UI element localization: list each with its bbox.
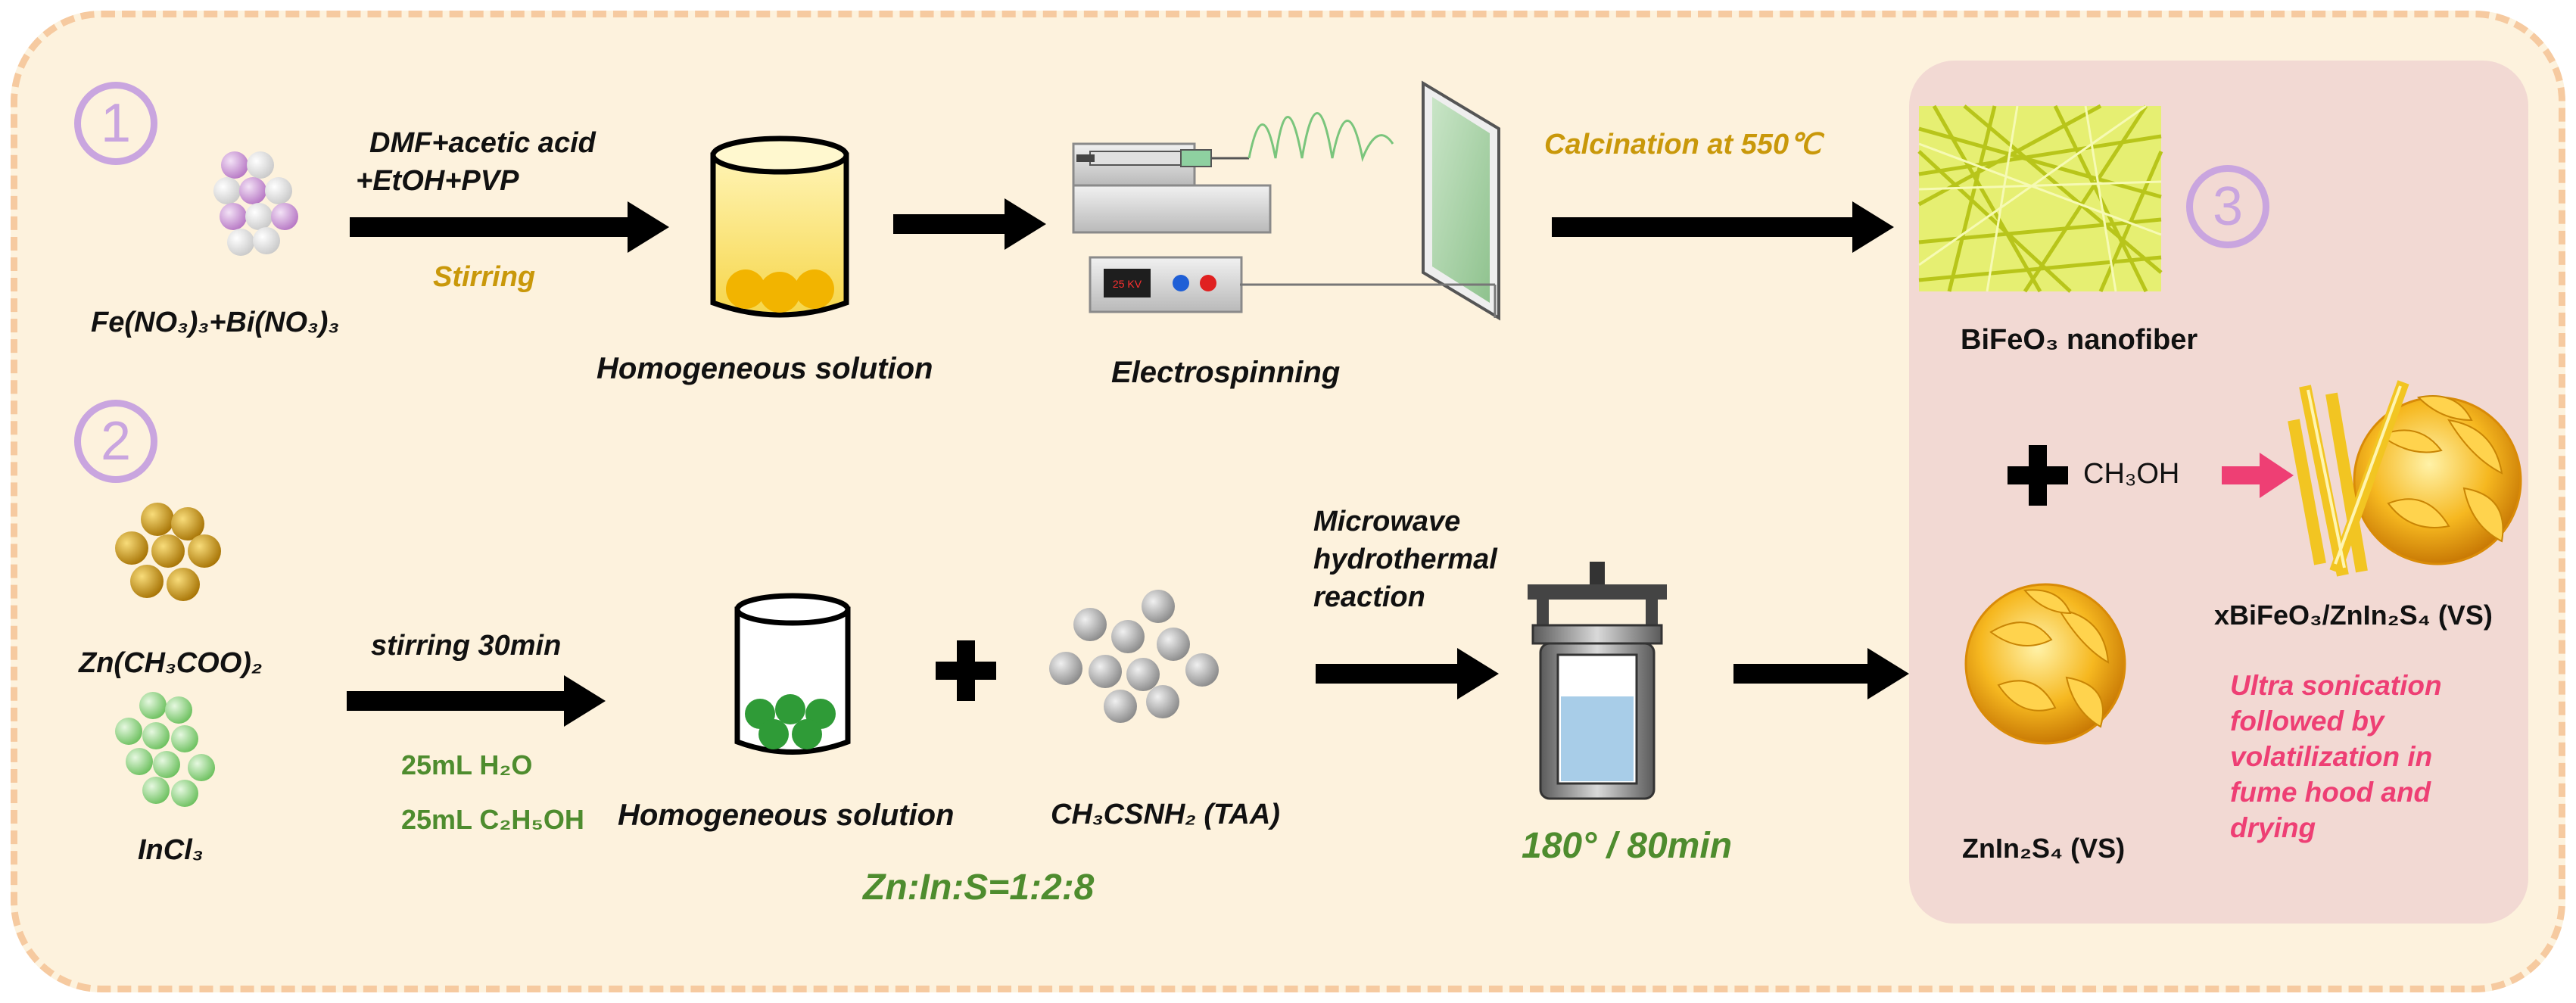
- composite-flower-fiber-icon: [2288, 380, 2522, 577]
- solvent-label-line2: +EtOH+PVP: [356, 165, 519, 197]
- reaction-condition-label: 180° / 80min: [1522, 826, 1733, 866]
- fe-bi-spheres-icon: [213, 151, 298, 256]
- ethanol-volume-label: 25mL C₂H₅OH: [401, 804, 584, 835]
- zn-salt-spheres-icon: [115, 503, 221, 601]
- stirring-label: Stirring: [433, 261, 536, 293]
- incl3-label: InCl₃: [138, 834, 204, 866]
- beaker-yellow-icon: [710, 135, 849, 318]
- arrow-row1-1: [350, 201, 669, 253]
- stirring-30min-label: stirring 30min: [371, 630, 562, 662]
- autoclave-reactor-icon: [1528, 562, 1667, 800]
- arrow-row2-1: [347, 675, 606, 727]
- znin2s4-flower-icon: [1964, 583, 2126, 745]
- electrospinning-apparatus-icon: 25 KV: [1072, 80, 1500, 321]
- sonication-note-line5: drying: [2230, 812, 2316, 843]
- fe-bi-reagent-label: Fe(NO₃)₃+Bi(NO₃)₃: [91, 307, 340, 338]
- microwave-label-line1: Microwave: [1313, 506, 1461, 537]
- arrow-row2-3: [1733, 648, 1909, 699]
- microwave-label-line3: reaction: [1313, 581, 1425, 613]
- zn-salt-label: Zn(CH₃COO)₂: [79, 647, 263, 679]
- arrow-row1-2: [893, 198, 1046, 250]
- bifeo3-nanofiber-label: BiFeO₃ nanofiber: [1961, 324, 2198, 356]
- step-number-2: 2: [74, 400, 157, 483]
- taa-spheres-icon: [1049, 590, 1219, 723]
- sonication-note-line4: fume hood and: [2230, 777, 2431, 808]
- homogeneous-solution-label-2: Homogeneous solution: [618, 799, 955, 832]
- arrow-row2-2: [1316, 648, 1499, 699]
- arrow-row1-3: [1552, 201, 1894, 253]
- microwave-label-line2: hydrothermal: [1313, 544, 1497, 575]
- znin2s4-label: ZnIn₂S₄ (VS): [1962, 833, 2126, 864]
- solvent-label-line1: DMF+acetic acid: [369, 127, 596, 159]
- step-number-3: 3: [2186, 165, 2269, 248]
- methanol-label: CH₃OH: [2083, 458, 2180, 490]
- pink-arrow-icon: [2222, 453, 2297, 498]
- step-number-1: 1: [74, 82, 157, 165]
- step-number-3-label: 3: [2212, 176, 2244, 237]
- bifeo3-nanofiber-icon: [1917, 104, 2163, 293]
- molar-ratio-label: Zn:In:S=1:2:8: [863, 868, 1095, 908]
- plus-icon: [936, 640, 996, 701]
- electrospinning-label: Electrospinning: [1111, 356, 1341, 389]
- taa-label: CH₃CSNH₂ (TAA): [1051, 799, 1280, 830]
- voltage-display: 25 KV: [1113, 278, 1142, 290]
- plus-icon-2: [2008, 445, 2068, 506]
- homogeneous-solution-label-1: Homogeneous solution: [596, 352, 933, 385]
- step-number-1-label: 1: [100, 93, 132, 154]
- sonication-note-line3: volatilization in: [2230, 741, 2433, 772]
- beaker-green-icon: [734, 593, 851, 755]
- sonication-note-line2: followed by: [2230, 706, 2384, 737]
- calcination-label: Calcination at 550℃: [1544, 129, 1821, 160]
- water-volume-label: 25mL H₂O: [401, 749, 533, 780]
- step-number-2-label: 2: [100, 411, 132, 472]
- incl3-spheres-icon: [115, 692, 215, 807]
- composite-label: xBiFeO₃/ZnIn₂S₄ (VS): [2214, 600, 2493, 631]
- sonication-note-line1: Ultra sonication: [2230, 670, 2442, 701]
